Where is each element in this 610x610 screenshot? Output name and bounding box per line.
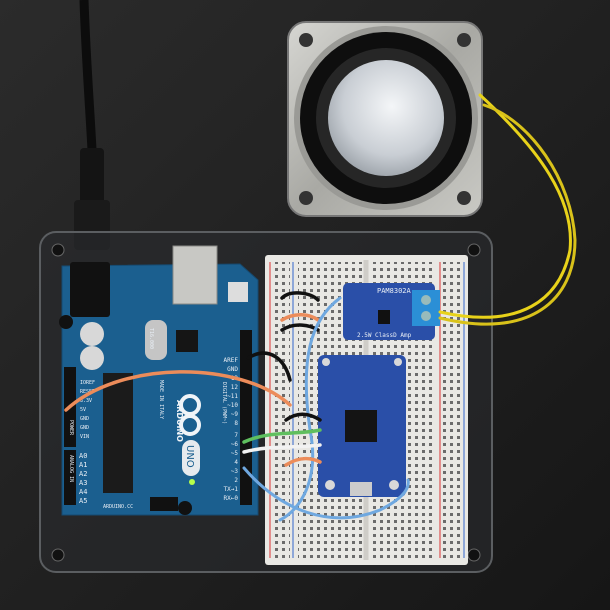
on-led xyxy=(189,479,195,485)
pin-label: TX→1 xyxy=(224,486,239,493)
pin-label: ~5 xyxy=(231,450,239,457)
pin-label: RX←0 xyxy=(224,495,239,502)
micro-usb xyxy=(350,482,372,496)
pin-label: RESET xyxy=(80,389,95,395)
pin-label: GND xyxy=(80,425,89,431)
pin-label: 12 xyxy=(231,384,239,391)
arduino-logo xyxy=(179,394,201,436)
jumper-wires xyxy=(64,93,577,522)
pin-label: ~10 xyxy=(227,402,238,409)
pin-label: VIN xyxy=(80,434,89,440)
pin-label: AREF xyxy=(224,357,239,364)
black-wire xyxy=(284,412,322,422)
dc-jack xyxy=(70,262,110,317)
black-wire xyxy=(280,291,320,302)
pin-label: IOREF xyxy=(80,380,95,386)
pin-label: GND xyxy=(80,416,89,422)
audio-breakout-board xyxy=(318,355,406,497)
atmega-chip xyxy=(103,373,133,493)
digital-label: DIGITAL (PWM~) xyxy=(221,382,227,424)
pin-label: 7 xyxy=(234,432,238,439)
orange-wire xyxy=(64,370,292,412)
pin-label: A5 xyxy=(79,497,87,505)
usb-chip xyxy=(176,330,198,352)
orange-wire xyxy=(284,456,322,467)
pin-label: A0 xyxy=(79,452,87,460)
digital-header xyxy=(240,330,252,505)
brand-label: ARDUINO xyxy=(175,400,184,442)
pin-label: ~9 xyxy=(231,411,239,418)
uno-badge xyxy=(182,440,200,476)
mount-hole xyxy=(299,191,313,205)
dc-power-cable xyxy=(74,0,110,250)
speaker xyxy=(287,21,483,217)
pam8302a-amp-board: PAM8302A 2.5W ClassD Amp xyxy=(343,283,440,340)
arduino-uno-board: T16.000 IOREF RESET 3.3V 5V GND GND VIN … xyxy=(59,245,259,516)
pin-label: ~11 xyxy=(227,393,238,400)
pin-label: A2 xyxy=(79,470,87,478)
black-wire xyxy=(246,351,292,382)
yellow-wire xyxy=(438,103,577,326)
white-wire xyxy=(242,443,322,454)
pin-label: 2 xyxy=(234,477,238,484)
orange-wire xyxy=(280,313,320,322)
reset-button xyxy=(228,282,248,302)
crystal xyxy=(145,320,167,360)
yellow-wire xyxy=(438,93,572,319)
pin-label: 4 xyxy=(234,459,238,466)
blue-wire xyxy=(278,296,342,522)
speaker-cone xyxy=(328,60,444,176)
usb-connector xyxy=(172,245,218,305)
pin-label: GND xyxy=(227,366,238,373)
capacitor xyxy=(80,322,104,346)
power-label: POWER xyxy=(68,420,74,436)
pin-label: ~6 xyxy=(231,441,239,448)
crystal-label: T16.000 xyxy=(148,328,154,349)
green-wire xyxy=(242,428,322,444)
pin-label: 8 xyxy=(234,420,238,427)
amp-subtitle: 2.5W ClassD Amp xyxy=(357,332,412,339)
mount-hole xyxy=(457,33,471,47)
pin-label: A3 xyxy=(79,479,87,487)
pin-label: 3.3V xyxy=(80,398,92,404)
analog-label: ANALOG IN xyxy=(68,455,74,482)
website-label: ARDUINO.CC xyxy=(103,504,133,510)
pin-label: 5V xyxy=(80,407,86,413)
pin-label: A4 xyxy=(79,488,87,496)
pin-label: ~3 xyxy=(231,468,239,475)
pin-label: A1 xyxy=(79,461,87,469)
mount-hole xyxy=(299,33,313,47)
mount-hole xyxy=(457,191,471,205)
blue-wire xyxy=(242,466,410,520)
capacitor xyxy=(80,346,104,370)
icsp-header xyxy=(150,497,178,511)
analog-header xyxy=(64,450,76,505)
amp-title: PAM8302A xyxy=(377,287,412,295)
made-in-label: MADE IN ITALY xyxy=(158,380,164,419)
model-label: UNO xyxy=(184,445,195,468)
